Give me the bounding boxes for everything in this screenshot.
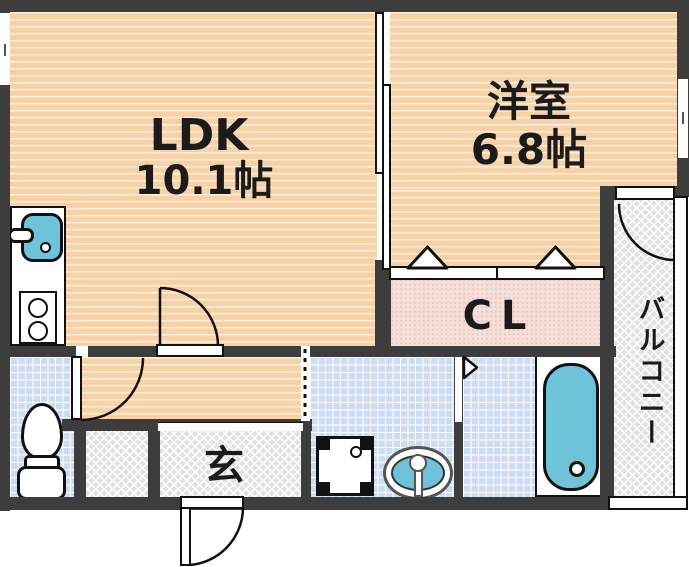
pan-corner-tr	[360, 439, 371, 450]
ldk-label: LDK	[149, 110, 249, 161]
wall-left	[0, 0, 10, 511]
ldk-size-label: 10.1帖	[134, 158, 274, 204]
western-room-size-label: 6.8帖	[470, 125, 588, 174]
closet-door-panel-left	[389, 266, 498, 280]
pan-drain	[350, 446, 362, 458]
entrance-floor	[160, 430, 302, 497]
stove-burner-top	[28, 298, 48, 318]
closet-floor	[390, 278, 600, 346]
bathroom-door-slide	[455, 357, 462, 422]
ldk-floor	[10, 12, 377, 346]
western-room-floor	[390, 12, 677, 190]
wall-shoebox-divider	[148, 428, 160, 500]
stove-burner-bottom	[28, 321, 48, 341]
front-door-sill	[180, 496, 244, 509]
western-room-floor-lower	[390, 190, 600, 268]
toilet-door-frame	[76, 346, 88, 357]
balcony-door-sill	[615, 186, 675, 200]
exterior-step	[455, 500, 481, 509]
pan-corner-tl	[319, 439, 330, 450]
front-door-leaf	[180, 507, 191, 566]
balcony-railing-bottom	[608, 496, 688, 510]
ldk-door-sill	[156, 344, 224, 357]
wall-washroom-bathroom	[454, 346, 463, 500]
window-right-slat	[682, 112, 684, 124]
balcony-railing-right	[673, 196, 688, 510]
toilet-tank	[17, 466, 66, 500]
bathtub-drain	[569, 461, 585, 477]
closet-door-panel-right	[496, 266, 605, 280]
toilet-bowl	[21, 403, 63, 460]
partition-slide-panel-b	[382, 84, 391, 270]
pan-corner-br	[360, 482, 371, 493]
wall-hall-washroom	[301, 419, 311, 500]
wall-closet-bath-right	[600, 186, 614, 502]
washbasin-faucet	[409, 454, 427, 472]
wall-toilet-right	[74, 428, 86, 500]
hallway-floor	[81, 357, 302, 423]
balcony-label: バルコニー	[633, 294, 665, 450]
pan-corner-bl	[319, 482, 330, 493]
closet-label: CL	[462, 293, 536, 339]
entrance-step-strip	[158, 422, 303, 431]
window-left-slat	[4, 44, 6, 56]
wall-closet-left	[375, 260, 391, 346]
entrance-storage-floor	[86, 430, 148, 497]
wall-top	[0, 0, 688, 12]
front-door-arc	[189, 508, 245, 567]
washroom-opening	[301, 346, 310, 421]
kitchen-faucet	[8, 228, 34, 243]
entrance-label: 玄	[204, 443, 244, 489]
toilet-door-leaf	[71, 356, 82, 420]
western-room-label: 洋室	[486, 77, 572, 126]
sink-drain	[40, 242, 51, 253]
